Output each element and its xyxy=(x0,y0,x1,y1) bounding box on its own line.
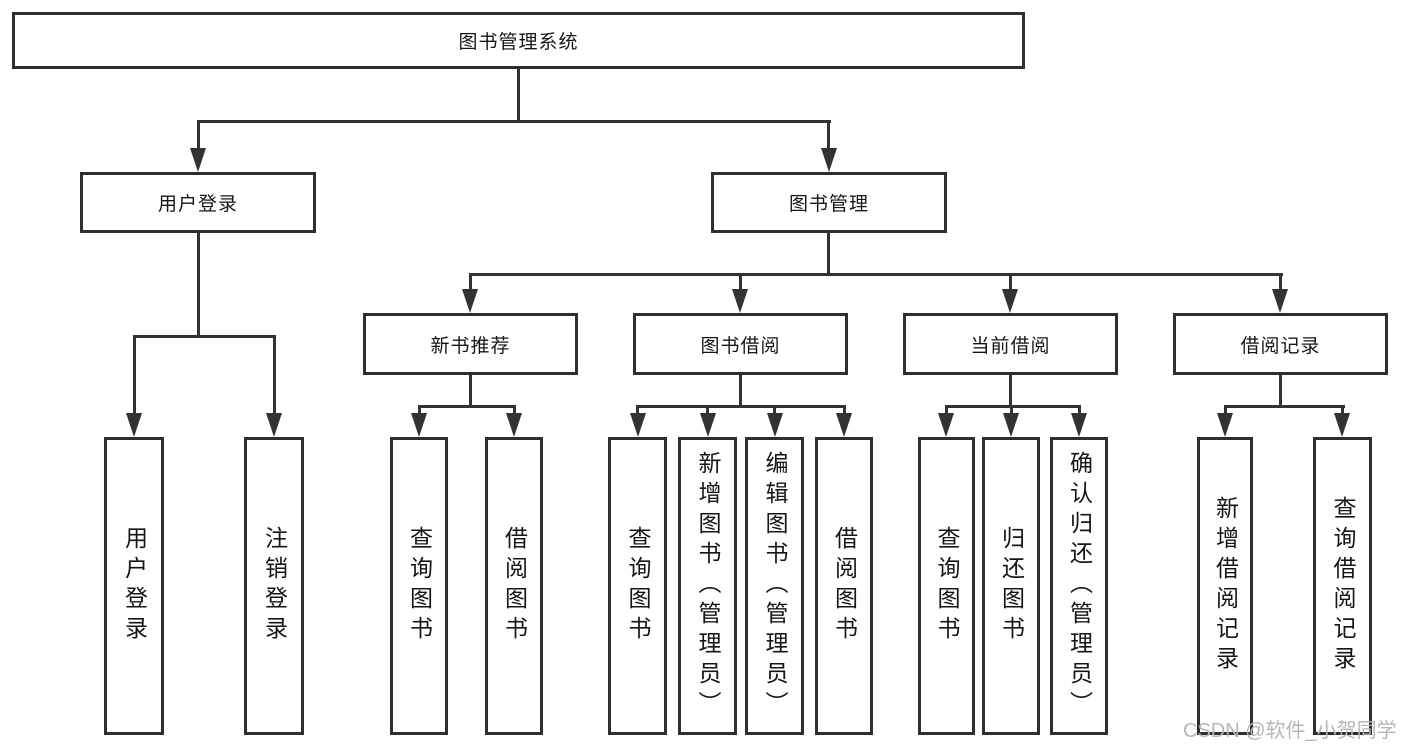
connector-line xyxy=(418,405,421,415)
arrow-down-icon xyxy=(126,413,142,437)
leaf-borrowing-borrow-books: 借阅图书 xyxy=(815,437,873,735)
connector-line xyxy=(827,120,830,150)
connector-line xyxy=(773,405,776,415)
node-book-borrowing: 图书借阅 xyxy=(633,313,848,375)
leaf-borrowing-edit-books-admin-label: 编辑图书（管理员） xyxy=(762,451,788,721)
connector-line xyxy=(843,405,846,415)
connector-line xyxy=(517,69,520,120)
connector-line xyxy=(945,405,948,415)
node-book-borrowing-label: 图书借阅 xyxy=(700,335,781,357)
leaf-current-confirm-return-admin: 确认归还（管理员） xyxy=(1050,437,1108,735)
connector-line xyxy=(739,375,742,405)
arrow-down-icon xyxy=(700,413,716,437)
leaf-borrowing-add-books-admin-label: 新增图书（管理员） xyxy=(695,451,721,721)
connector-line xyxy=(273,335,276,414)
connector-line xyxy=(1224,405,1227,415)
node-library-system: 图书管理系统 xyxy=(12,12,1025,69)
connector-line xyxy=(739,273,742,291)
leaf-borrowing-query-books: 查询图书 xyxy=(608,437,667,735)
node-borrowing-records: 借阅记录 xyxy=(1173,313,1388,375)
connector-line xyxy=(469,273,472,291)
node-user-login: 用户登录 xyxy=(80,172,316,233)
arrow-down-icon xyxy=(1272,289,1288,313)
leaf-borrowing-add-books-admin: 新增图书（管理员） xyxy=(678,437,737,735)
leaf-logout-label: 注销登录 xyxy=(261,526,288,646)
node-user-login-label: 用户登录 xyxy=(157,194,238,215)
arrow-down-icon xyxy=(732,289,748,313)
arrow-down-icon xyxy=(1003,413,1019,437)
connector-line xyxy=(1010,405,1013,415)
connector-line xyxy=(418,405,516,408)
connector-line xyxy=(1009,273,1012,291)
connector-line xyxy=(1279,273,1282,291)
node-book-management: 图书管理 xyxy=(711,172,947,233)
arrow-down-icon xyxy=(266,413,282,437)
connector-line xyxy=(636,405,639,415)
leaf-current-return-books-label: 归还图书 xyxy=(998,526,1025,646)
leaf-records-query-record: 查询借阅记录 xyxy=(1313,437,1372,735)
leaf-user-login-label: 用户登录 xyxy=(121,526,148,646)
leaf-borrowing-edit-books-admin: 编辑图书（管理员） xyxy=(745,437,804,735)
connector-line xyxy=(1279,375,1282,405)
arrow-down-icon xyxy=(1071,413,1087,437)
connector-line xyxy=(133,335,276,338)
arrow-down-icon xyxy=(1217,413,1233,437)
arrow-down-icon xyxy=(190,148,206,172)
connector-line xyxy=(197,120,831,123)
leaf-logout: 注销登录 xyxy=(244,437,304,735)
leaf-recommend-query-books: 查询图书 xyxy=(390,437,448,735)
connector-line xyxy=(1341,405,1344,415)
leaf-recommend-borrow-books: 借阅图书 xyxy=(485,437,543,735)
connector-line xyxy=(513,405,516,415)
connector-line xyxy=(1224,405,1345,408)
arrow-down-icon xyxy=(836,413,852,437)
connector-line xyxy=(133,335,136,414)
connector-line xyxy=(469,273,1283,276)
node-current-borrowing-label: 当前借阅 xyxy=(970,335,1051,357)
leaf-current-confirm-return-admin-label: 确认归还（管理员） xyxy=(1066,451,1093,721)
arrow-down-icon xyxy=(821,148,837,172)
leaf-recommend-borrow-books-label: 借阅图书 xyxy=(501,526,528,646)
node-borrowing-records-label: 借阅记录 xyxy=(1240,335,1321,357)
connector-line xyxy=(197,120,200,150)
leaf-current-return-books: 归还图书 xyxy=(982,437,1040,735)
node-new-book-recommend-label: 新书推荐 xyxy=(430,335,511,357)
leaf-records-query-record-label: 查询借阅记录 xyxy=(1330,496,1356,676)
connector-line xyxy=(469,375,472,405)
leaf-current-query-books-label: 查询图书 xyxy=(934,526,960,646)
connector-line xyxy=(636,405,846,408)
node-new-book-recommend: 新书推荐 xyxy=(363,313,578,375)
connector-line xyxy=(827,233,830,273)
watermark: CSDN @软件_小贺同学 xyxy=(1183,720,1397,742)
arrow-down-icon xyxy=(462,289,478,313)
arrow-down-icon xyxy=(411,413,427,437)
node-book-management-label: 图书管理 xyxy=(788,194,869,215)
leaf-recommend-query-books-label: 查询图书 xyxy=(406,526,433,646)
connector-line xyxy=(945,405,1081,408)
connector-line xyxy=(1009,375,1012,405)
leaf-user-login: 用户登录 xyxy=(104,437,164,735)
arrow-down-icon xyxy=(938,413,954,437)
node-current-borrowing: 当前借阅 xyxy=(903,313,1118,375)
node-library-system-label: 图书管理系统 xyxy=(458,32,579,53)
leaf-records-add-record-label: 新增借阅记录 xyxy=(1212,496,1239,676)
connector-line xyxy=(1078,405,1081,415)
arrow-down-icon xyxy=(767,413,783,437)
leaf-borrowing-borrow-books-label: 借阅图书 xyxy=(831,526,858,646)
leaf-borrowing-query-books-label: 查询图书 xyxy=(625,526,651,646)
arrow-down-icon xyxy=(1002,289,1018,313)
connector-line xyxy=(197,233,200,335)
arrow-down-icon xyxy=(630,413,646,437)
connector-line xyxy=(706,405,709,415)
arrow-down-icon xyxy=(1334,413,1350,437)
leaf-records-add-record: 新增借阅记录 xyxy=(1197,437,1253,735)
leaf-current-query-books: 查询图书 xyxy=(918,437,975,735)
arrow-down-icon xyxy=(506,413,522,437)
